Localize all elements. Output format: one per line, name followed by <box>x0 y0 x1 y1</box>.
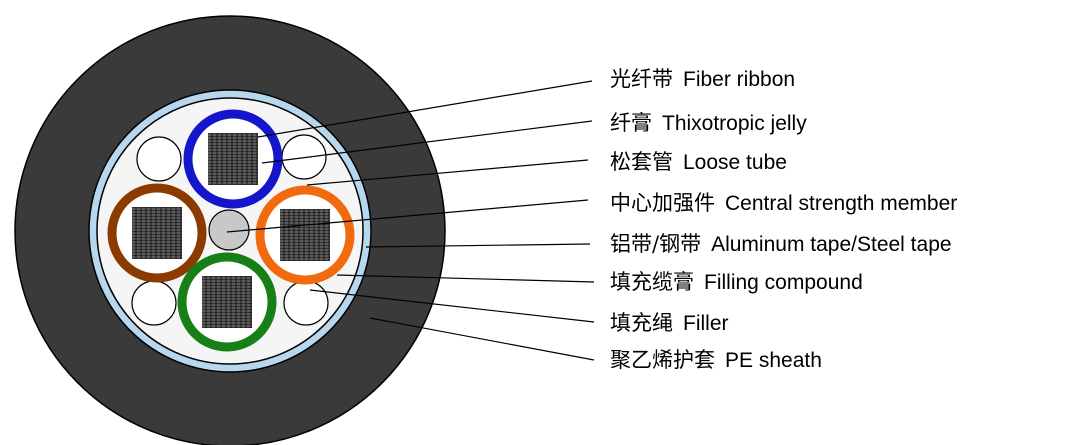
label-en: PE sheath <box>725 349 822 372</box>
label-en: Filler <box>683 312 729 335</box>
label-en: Thixotropic jelly <box>662 112 807 135</box>
leader-line <box>261 120 593 164</box>
leader-line <box>257 80 593 138</box>
label-en: Fiber ribbon <box>683 68 796 91</box>
label-zh: 纤膏 <box>610 111 652 135</box>
filler <box>131 280 177 326</box>
leader-line <box>226 199 589 233</box>
label-en: Filling compound <box>704 271 863 294</box>
leader-line <box>309 289 595 323</box>
label-zh: 填充缆膏 <box>610 270 694 294</box>
label-zh: 中心加强件 <box>610 191 715 215</box>
label-zh: 填充绳 <box>610 311 673 335</box>
leader-line <box>336 274 595 283</box>
label-loose-tube: 松套管 Loose tube <box>610 149 787 176</box>
label-armor-tape: 铝带/钢带 Aluminum tape/Steel tape <box>610 231 952 258</box>
label-central-strength-member: 中心加强件 Central strength member <box>610 190 957 217</box>
label-fiber-ribbon: 光纤带 Fiber ribbon <box>610 66 795 93</box>
label-thixotropic-jelly: 纤膏 Thixotropic jelly <box>610 110 807 137</box>
leader-line <box>369 317 595 361</box>
fiber-ribbon <box>280 209 330 261</box>
filler <box>283 280 329 326</box>
label-en: Loose tube <box>683 151 787 174</box>
label-en: Aluminum tape/Steel tape <box>711 233 952 256</box>
leader-line <box>306 159 589 186</box>
label-zh: 松套管 <box>610 150 673 174</box>
label-en: Central strength member <box>725 192 958 215</box>
fiber-ribbon <box>208 133 258 185</box>
leader-lines <box>226 80 595 361</box>
cable-body <box>14 15 446 445</box>
label-filling-compound: 填充缆膏 Filling compound <box>610 269 863 296</box>
label-pe-sheath: 聚乙烯护套 PE sheath <box>610 347 822 374</box>
filler <box>281 134 327 180</box>
label-zh: 铝带/钢带 <box>610 232 702 256</box>
fiber-ribbon <box>132 207 182 259</box>
label-zh: 光纤带 <box>610 67 673 91</box>
filler <box>136 136 182 182</box>
label-filler: 填充绳 Filler <box>610 310 729 337</box>
label-zh: 聚乙烯护套 <box>610 348 715 372</box>
leader-line <box>365 243 591 248</box>
fiber-ribbon <box>202 276 252 328</box>
